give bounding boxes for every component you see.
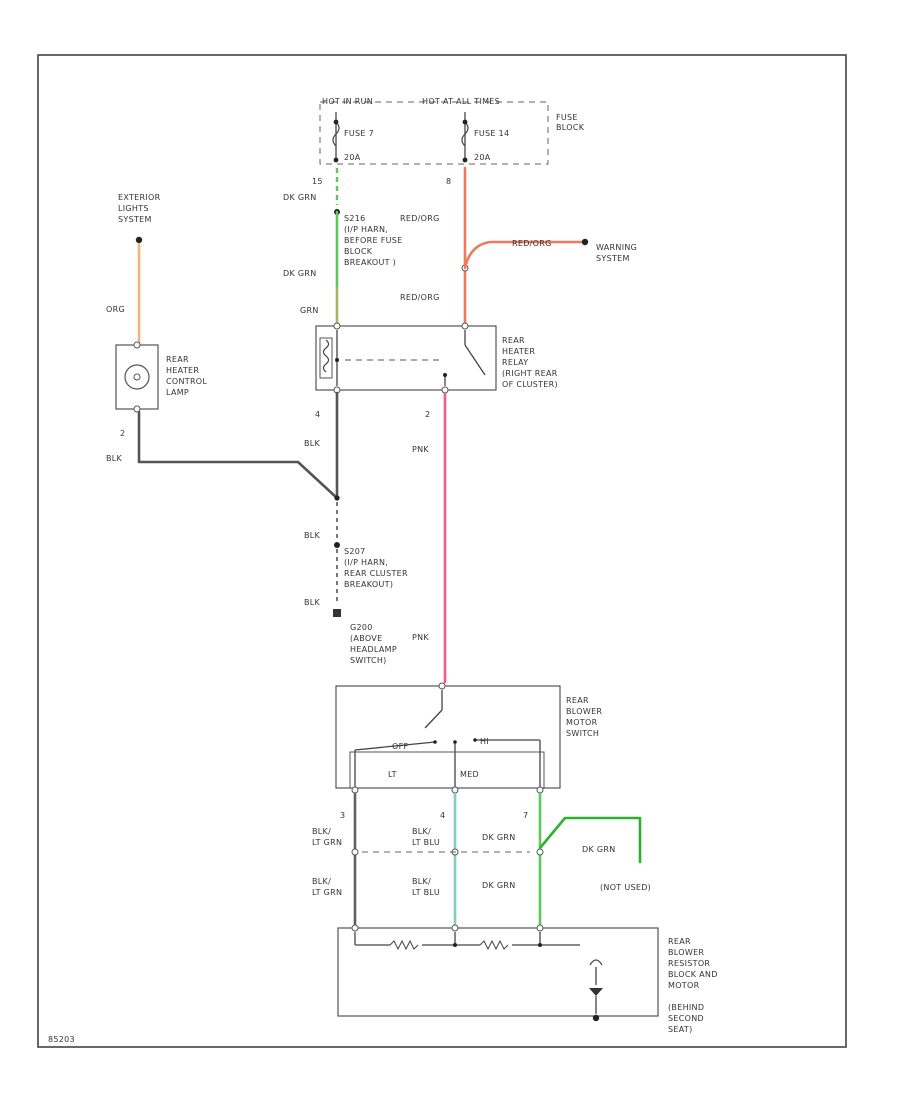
s216-line-5: BREAKOUT ) [344, 258, 396, 267]
ground-g200 [333, 609, 341, 617]
blk-lt-blu-1-line-1: BLK/ [412, 827, 431, 836]
blk-label-4: BLK [304, 598, 321, 607]
fuse-7-amp: 20A [344, 153, 361, 162]
fuse-block-label-1: FUSE [556, 113, 578, 122]
exterior-line-1: EXTERIOR [118, 193, 161, 202]
dk-grn-label-1: DK GRN [283, 193, 317, 202]
s207-line-1: S207 [344, 547, 366, 556]
g200-line-1: G200 [350, 623, 373, 632]
figure-id: 85203 [48, 1035, 75, 1044]
fuse-14-amp: 20A [474, 153, 491, 162]
relay-line-3: RELAY [502, 358, 529, 367]
resistor-line-3: RESISTOR [668, 959, 710, 968]
blk-lt-grn-1-line-2: LT GRN [312, 838, 342, 847]
red-org-label-2: RED/ORG [512, 239, 552, 248]
s207-line-3: REAR CLUSTER [344, 569, 408, 578]
s207-line-4: BREAKOUT) [344, 580, 393, 589]
lamp-line-4: LAMP [166, 388, 189, 397]
pin-15-label: 15 [312, 177, 323, 186]
grn-label: GRN [300, 306, 319, 315]
switch-line-1: REAR [566, 696, 589, 705]
switch-line-3: MOTOR [566, 718, 598, 727]
switch-line-4: SWITCH [566, 729, 599, 738]
rear-blower-resistor-block [337, 924, 659, 1022]
blk-label-3: BLK [304, 531, 321, 540]
rear-heater-relay [315, 322, 497, 394]
red-org-label-3: RED/ORG [400, 293, 440, 302]
resistor-line-1: REAR [668, 937, 691, 946]
lamp-line-1: REAR [166, 355, 189, 364]
switch-hi-label: HI [480, 737, 489, 746]
relay-line-4: (RIGHT REAR [502, 369, 558, 378]
fuse-14-label: FUSE 14 [474, 129, 509, 138]
s216-line-1: S216 [344, 214, 366, 223]
g200-line-2: (ABOVE [350, 634, 382, 643]
s216-line-2: (I/P HARN, [344, 225, 388, 234]
resistor-line-7: SECOND [668, 1014, 704, 1023]
not-used-label: (NOT USED) [600, 883, 651, 892]
lamp-pin-2: 2 [120, 429, 125, 438]
switch-off-label: OFF [392, 742, 408, 751]
relay-line-5: OF CLUSTER) [502, 380, 558, 389]
pnk-label-1: PNK [412, 445, 429, 454]
switch-pin-3: 3 [340, 811, 345, 820]
pnk-label-2: PNK [412, 633, 429, 642]
s216-line-4: BLOCK [344, 247, 373, 256]
relay-line-2: HEATER [502, 347, 535, 356]
resistor-line-4: BLOCK AND [668, 970, 718, 979]
exterior-line-2: LIGHTS [118, 204, 149, 213]
fuse-7-label: FUSE 7 [344, 129, 374, 138]
resistor-line-5: MOTOR [668, 981, 700, 990]
wire-dk-grn-unused [538, 816, 642, 864]
rear-heater-control-lamp [115, 341, 159, 413]
switch-line-2: BLOWER [566, 707, 602, 716]
lamp-line-3: CONTROL [166, 377, 207, 386]
resistor-line-2: BLOWER [668, 948, 704, 957]
resistor-line-8: SEAT) [668, 1025, 693, 1034]
switch-lt-label: LT [388, 770, 397, 779]
dk-grn-label-3: DK GRN [482, 833, 516, 842]
s216-line-3: BEFORE FUSE [344, 236, 403, 245]
relay-pin-2: 2 [425, 410, 430, 419]
blk-label-2: BLK [304, 439, 321, 448]
blk-lt-grn-2-line-1: BLK/ [312, 877, 331, 886]
dk-grn-label-2: DK GRN [283, 269, 317, 278]
g200-line-4: SWITCH) [350, 656, 387, 665]
pin-8-label: 8 [446, 177, 451, 186]
s207-line-2: (I/P HARN, [344, 558, 388, 567]
dk-grn-label-4: DK GRN [482, 881, 516, 890]
wire-blk-lamp [137, 410, 339, 500]
switch-pin-7: 7 [523, 811, 528, 820]
exterior-line-3: SYSTEM [118, 215, 152, 224]
blk-lt-blu-1-line-2: LT BLU [412, 838, 440, 847]
g200-line-3: HEADLAMP [350, 645, 397, 654]
blk-lt-blu-2-line-1: BLK/ [412, 877, 431, 886]
warning-line-2: SYSTEM [596, 254, 630, 263]
blk-label-1: BLK [106, 454, 123, 463]
dk-grn-label-5: DK GRN [582, 845, 616, 854]
red-org-label-1: RED/ORG [400, 214, 440, 223]
lamp-line-2: HEATER [166, 366, 199, 375]
blk-lt-grn-2-line-2: LT GRN [312, 888, 342, 897]
fuse-block-label-2: BLOCK [556, 123, 585, 132]
switch-med-label: MED [460, 770, 479, 779]
resistor-line-6: (BEHIND [668, 1003, 704, 1012]
fuse-header-hot-at-all-times: HOT AT ALL TIMES [422, 97, 500, 106]
fuse-block: HOT IN RUN HOT AT ALL TIMES FUSE BLOCK F… [319, 97, 585, 165]
blk-lt-blu-2-line-2: LT BLU [412, 888, 440, 897]
switch-pin-4: 4 [440, 811, 445, 820]
org-label: ORG [106, 305, 125, 314]
diagram-frame [37, 54, 847, 1048]
fuse-header-hot-in-run: HOT IN RUN [322, 97, 373, 106]
rear-blower-motor-switch [335, 682, 561, 794]
wire-red-org-warning [463, 240, 584, 270]
relay-line-1: REAR [502, 336, 525, 345]
warning-line-1: WARNING [596, 243, 637, 252]
blk-lt-grn-1-line-1: BLK/ [312, 827, 331, 836]
relay-pin-4: 4 [315, 410, 320, 419]
